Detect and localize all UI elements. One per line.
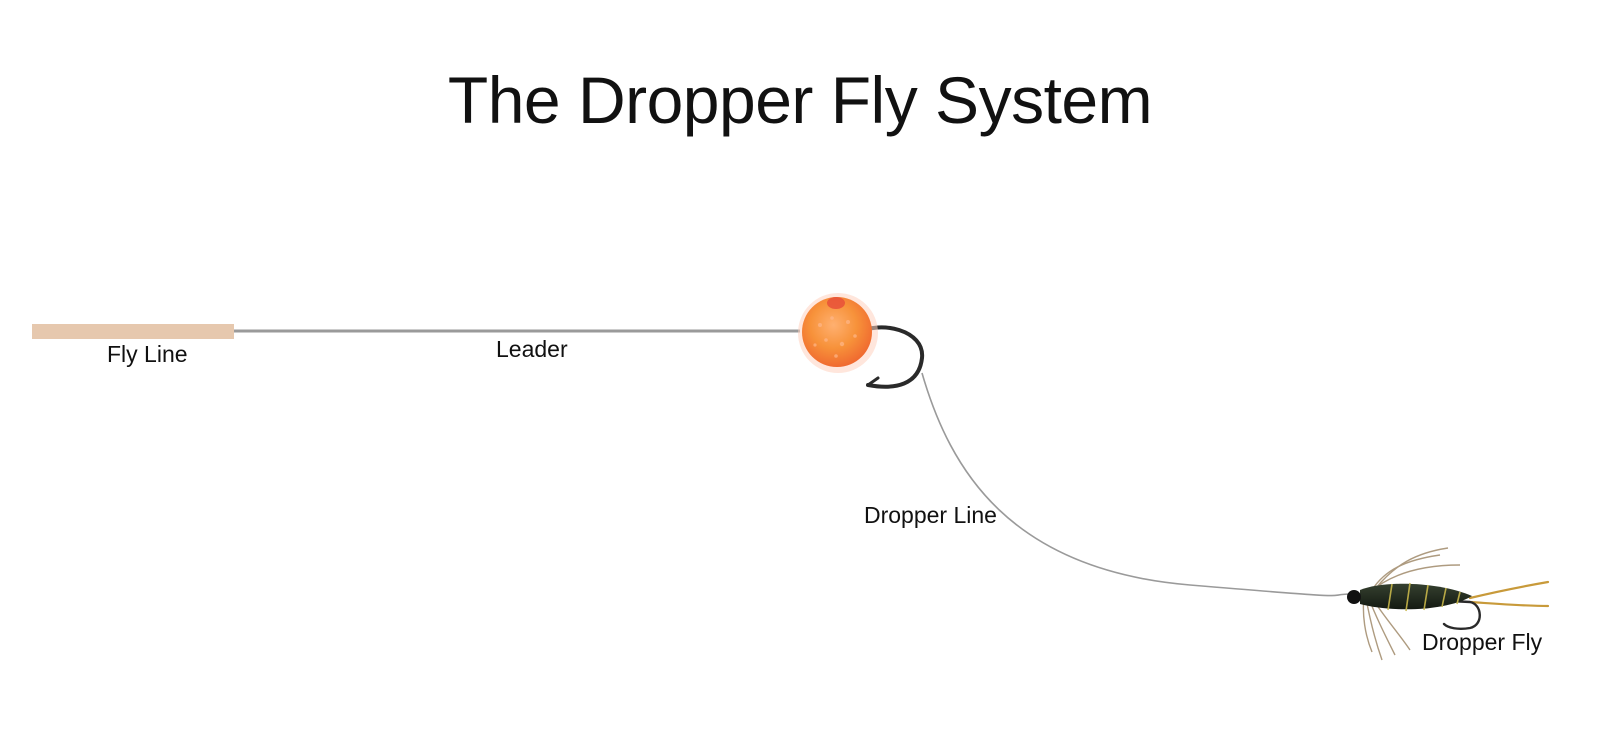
- bead-hook: [856, 325, 925, 389]
- fly-line: [32, 324, 234, 339]
- nymph-fly-icon: [1347, 547, 1550, 661]
- fly-head: [1347, 590, 1361, 604]
- leader-label: Leader: [496, 336, 568, 362]
- dropper-fly-label: Dropper Fly: [1422, 629, 1543, 655]
- fly-hook: [1350, 594, 1481, 630]
- bead-body: [802, 297, 872, 367]
- dropper-line-label: Dropper Line: [864, 502, 997, 528]
- orange-bead-egg-fly-icon: [798, 293, 925, 389]
- fly-line-label: Fly Line: [107, 341, 188, 367]
- dropper-line: [921, 372, 1351, 597]
- diagram-title: The Dropper Fly System: [447, 63, 1153, 137]
- bead-hook-barb: [866, 376, 880, 387]
- fly-body: [1360, 583, 1472, 610]
